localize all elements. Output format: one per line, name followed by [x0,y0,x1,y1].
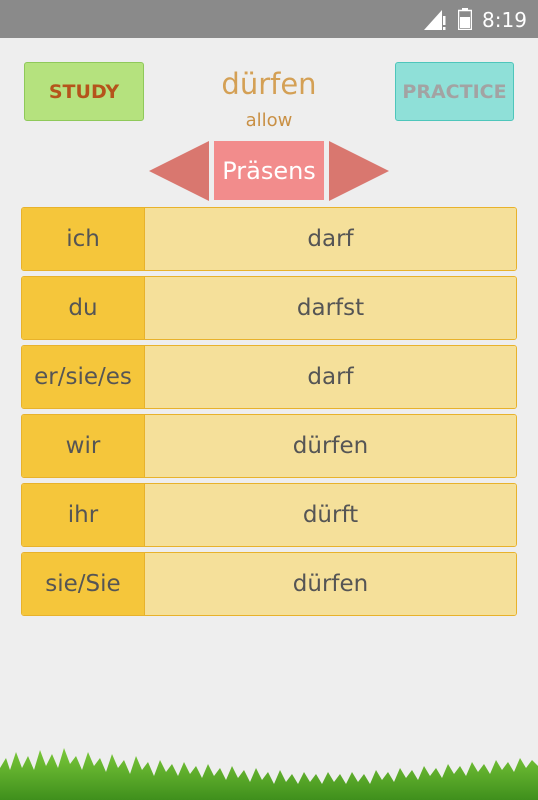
conjugation-row-ihr: ihr dürft [21,483,517,547]
practice-button[interactable]: PRACTICE [395,62,514,121]
signal-icon [424,10,446,30]
conjugation-table: ich darf du darfst er/sie/es darf wir dü… [21,207,517,621]
conjugation-row-wir: wir dürfen [21,414,517,478]
verb-form-cell: darfst [145,277,516,339]
verb-form-cell: dürfen [145,415,516,477]
status-bar: 8:19 [0,0,538,38]
conjugation-row-sie-Sie: sie/Sie dürfen [21,552,517,616]
pronoun-cell: ich [22,208,145,270]
conjugation-row-ich: ich darf [21,207,517,271]
battery-icon [458,8,472,30]
conjugation-row-du: du darfst [21,276,517,340]
verb-form-cell: darf [145,346,516,408]
arrow-right-icon[interactable] [329,141,389,201]
pronoun-cell: sie/Sie [22,553,145,615]
verb-form-cell: dürfen [145,553,516,615]
conjugation-row-er-sie-es: er/sie/es darf [21,345,517,409]
pronoun-cell: du [22,277,145,339]
tense-label: Präsens [214,141,324,200]
verb-form-cell: darf [145,208,516,270]
pronoun-cell: er/sie/es [22,346,145,408]
verb-form-cell: dürft [145,484,516,546]
pronoun-cell: ihr [22,484,145,546]
study-button[interactable]: STUDY [24,62,144,121]
verb-title: dürfen [221,67,317,101]
arrow-left-icon[interactable] [149,141,209,201]
clock: 8:19 [482,8,527,32]
grass-decoration [0,748,538,800]
pronoun-cell: wir [22,415,145,477]
verb-meaning: allow [245,110,293,131]
